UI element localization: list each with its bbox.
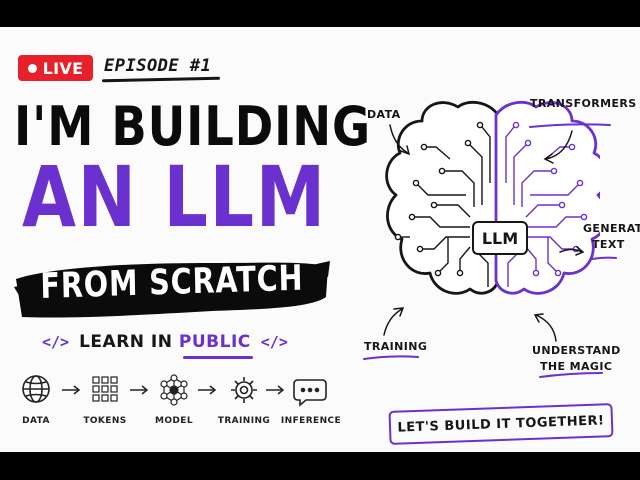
code-open-icon: </> [42, 333, 70, 351]
arrow-understand [535, 314, 557, 342]
grid-icon [92, 376, 118, 402]
pipeline-icons [22, 374, 327, 407]
episode-label: EPISODE #1 [104, 56, 212, 76]
headline-line-2: AN LLM [22, 148, 327, 246]
tagline: </> LEARN IN PUBLIC </> [42, 332, 288, 352]
tagline-highlight: PUBLIC [178, 332, 251, 352]
annotation-arrows [363, 123, 617, 378]
annotation-data: DATA [367, 108, 401, 121]
code-close-icon: </> [260, 333, 288, 351]
annotation-understand: UNDERSTAND [532, 344, 621, 357]
brain-diagram [385, 100, 600, 295]
live-badge: LIVE [18, 55, 93, 81]
arrow-generate [559, 248, 583, 253]
pipeline-step-label: MODEL [155, 416, 193, 426]
network-icon [160, 374, 188, 406]
arrow-icon [266, 385, 285, 395]
cta-box: LET'S BUILD IT TOGETHER! [388, 403, 614, 445]
llm-chip: LLM [472, 221, 528, 255]
underline-text [591, 256, 617, 260]
annotation-magic: THE MAGIC [540, 360, 613, 373]
arrow-data [389, 124, 409, 154]
arrow-icon [198, 385, 217, 395]
annotation-generate: GENERATE [583, 222, 640, 235]
annotation-training: TRAINING [364, 340, 428, 353]
annotation-transformers: TRANSFORMERS [530, 97, 637, 110]
brush-stroke-background [14, 261, 330, 318]
underline-training [363, 355, 419, 360]
left-circuit-traces [394, 121, 491, 287]
arrow-transformers [545, 130, 573, 160]
arrow-icon [62, 385, 81, 395]
arrow-training [383, 308, 403, 336]
tagline-underline [183, 356, 253, 359]
headline-line-1: I'M BUILDING [14, 95, 371, 158]
pipeline-step-label: INFERENCE [280, 416, 342, 426]
underline-transformers [529, 123, 611, 128]
globe-icon [22, 375, 50, 403]
headline-line-3: FROM SCRATCH [40, 258, 304, 307]
tagline-lead: LEARN IN [79, 332, 173, 352]
episode-underline [101, 76, 221, 83]
cta-label: LET'S BUILD IT TOGETHER! [397, 412, 605, 436]
pipeline-step-label: DATA [22, 416, 50, 426]
brain-left-hemisphere [385, 100, 500, 295]
arrow-icon [130, 385, 149, 395]
pipeline-step-label: TRAINING [217, 416, 271, 426]
live-label: LIVE [42, 58, 84, 78]
chat-bubble-icon [293, 379, 327, 407]
pipeline-step-label: TOKENS [83, 416, 127, 426]
underline-magic [539, 372, 603, 378]
record-dot-icon [27, 63, 37, 73]
gear-icon [231, 377, 257, 403]
thumbnail-canvas: LIVE EPISODE #1 I'M BUILDING AN LLM FROM… [0, 27, 640, 452]
annotation-text: TEXT [592, 238, 625, 251]
tagline-text: LEARN IN PUBLIC [79, 332, 251, 352]
